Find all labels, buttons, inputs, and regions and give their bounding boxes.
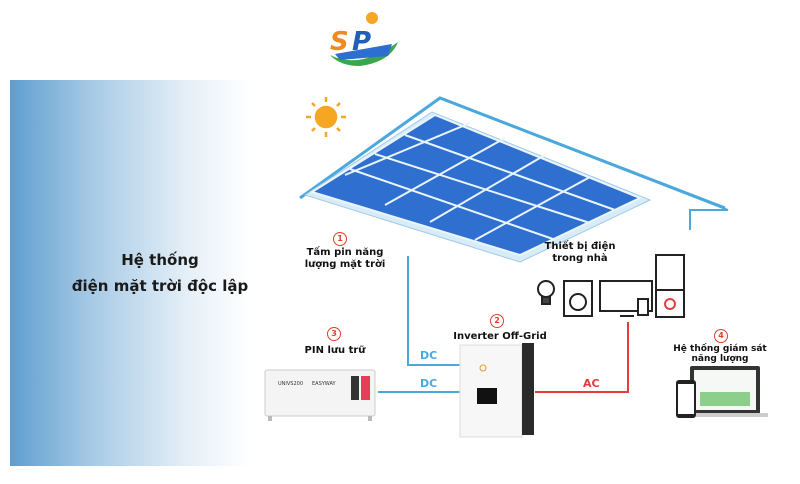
component-number-1: 1: [333, 232, 347, 246]
dc-line-panel: [407, 256, 460, 366]
monitoring-devices-icon: [676, 366, 768, 418]
component-number-4: 4: [714, 329, 728, 343]
label-line: lượng mặt trời: [304, 259, 386, 270]
appliances-label: Thiết bị điện trong nhà: [525, 241, 635, 265]
label-line: trong nhà: [552, 253, 608, 264]
solar-panel-label: Tấm pin năng lượng mặt trời: [290, 247, 400, 271]
label-line: Tấm pin năng: [306, 247, 384, 258]
tv-icon: [599, 280, 653, 317]
monitoring-label: Hệ thống giám sát năng lượng: [665, 344, 775, 364]
sp-logo: S P: [330, 12, 398, 66]
label-line: năng lượng: [691, 354, 749, 364]
svg-text:P: P: [352, 27, 371, 57]
light-bulb-icon: [537, 280, 555, 305]
washing-machine-icon: [563, 280, 593, 317]
dc-label-battery: DC: [420, 377, 438, 390]
title-line-1: Hệ thống: [121, 251, 199, 269]
title-panel: [10, 80, 250, 466]
inverter-icon: [459, 343, 534, 438]
component-number-3: 3: [327, 327, 341, 341]
label-line: Hệ thống giám sát: [673, 344, 767, 354]
solar-panels: [309, 113, 643, 257]
svg-text:UNIVS200: UNIVS200: [278, 381, 303, 387]
inverter-label: Inverter Off-Grid: [453, 331, 547, 342]
svg-text:EASYWAY: EASYWAY: [312, 381, 337, 387]
battery-icon: UNIVS200 EASYWAY: [264, 369, 376, 421]
ac-line: [535, 322, 629, 393]
ac-label: AC: [583, 377, 600, 390]
dc-label-panel: DC: [420, 349, 438, 362]
component-number-2: 2: [490, 314, 504, 328]
label-line: Thiết bị điện: [544, 241, 616, 252]
sun-icon: [306, 97, 346, 137]
title-line-2: điện mặt trời độc lập: [71, 277, 249, 295]
diagram-title: Hệ thống điện mặt trời độc lập: [60, 247, 260, 299]
battery-label: PIN lưu trữ: [304, 345, 366, 356]
svg-text:S: S: [330, 27, 349, 57]
fridge-icon: [655, 254, 685, 318]
